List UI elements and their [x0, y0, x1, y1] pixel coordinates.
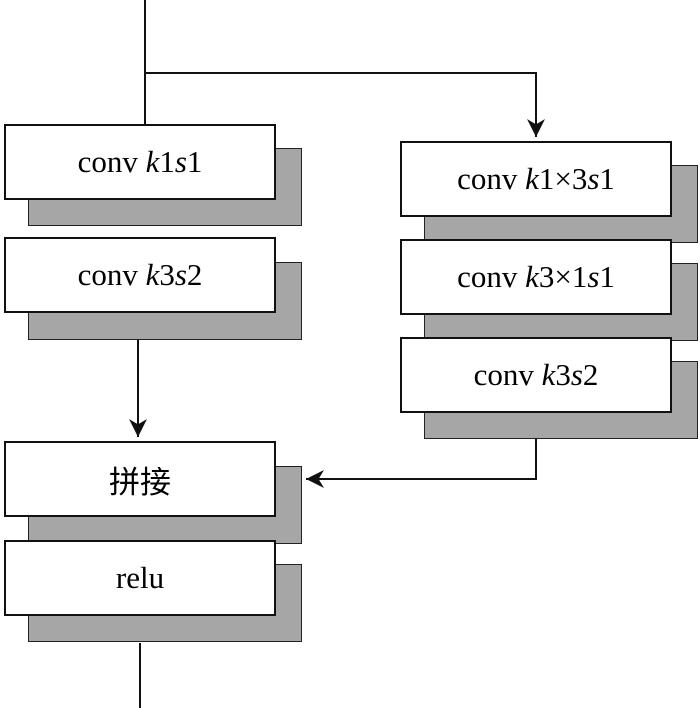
block-label: conv k1s1	[77, 144, 203, 179]
block-label: relu	[115, 560, 165, 595]
branch-connector	[145, 72, 545, 137]
block-label: conv k1×3s1	[457, 161, 615, 196]
block-label: 拼接	[109, 464, 171, 500]
block-label: conv k3s2	[473, 357, 599, 392]
block-label: conv k3×1s1	[457, 259, 615, 294]
block-label: conv k3s2	[77, 257, 203, 292]
